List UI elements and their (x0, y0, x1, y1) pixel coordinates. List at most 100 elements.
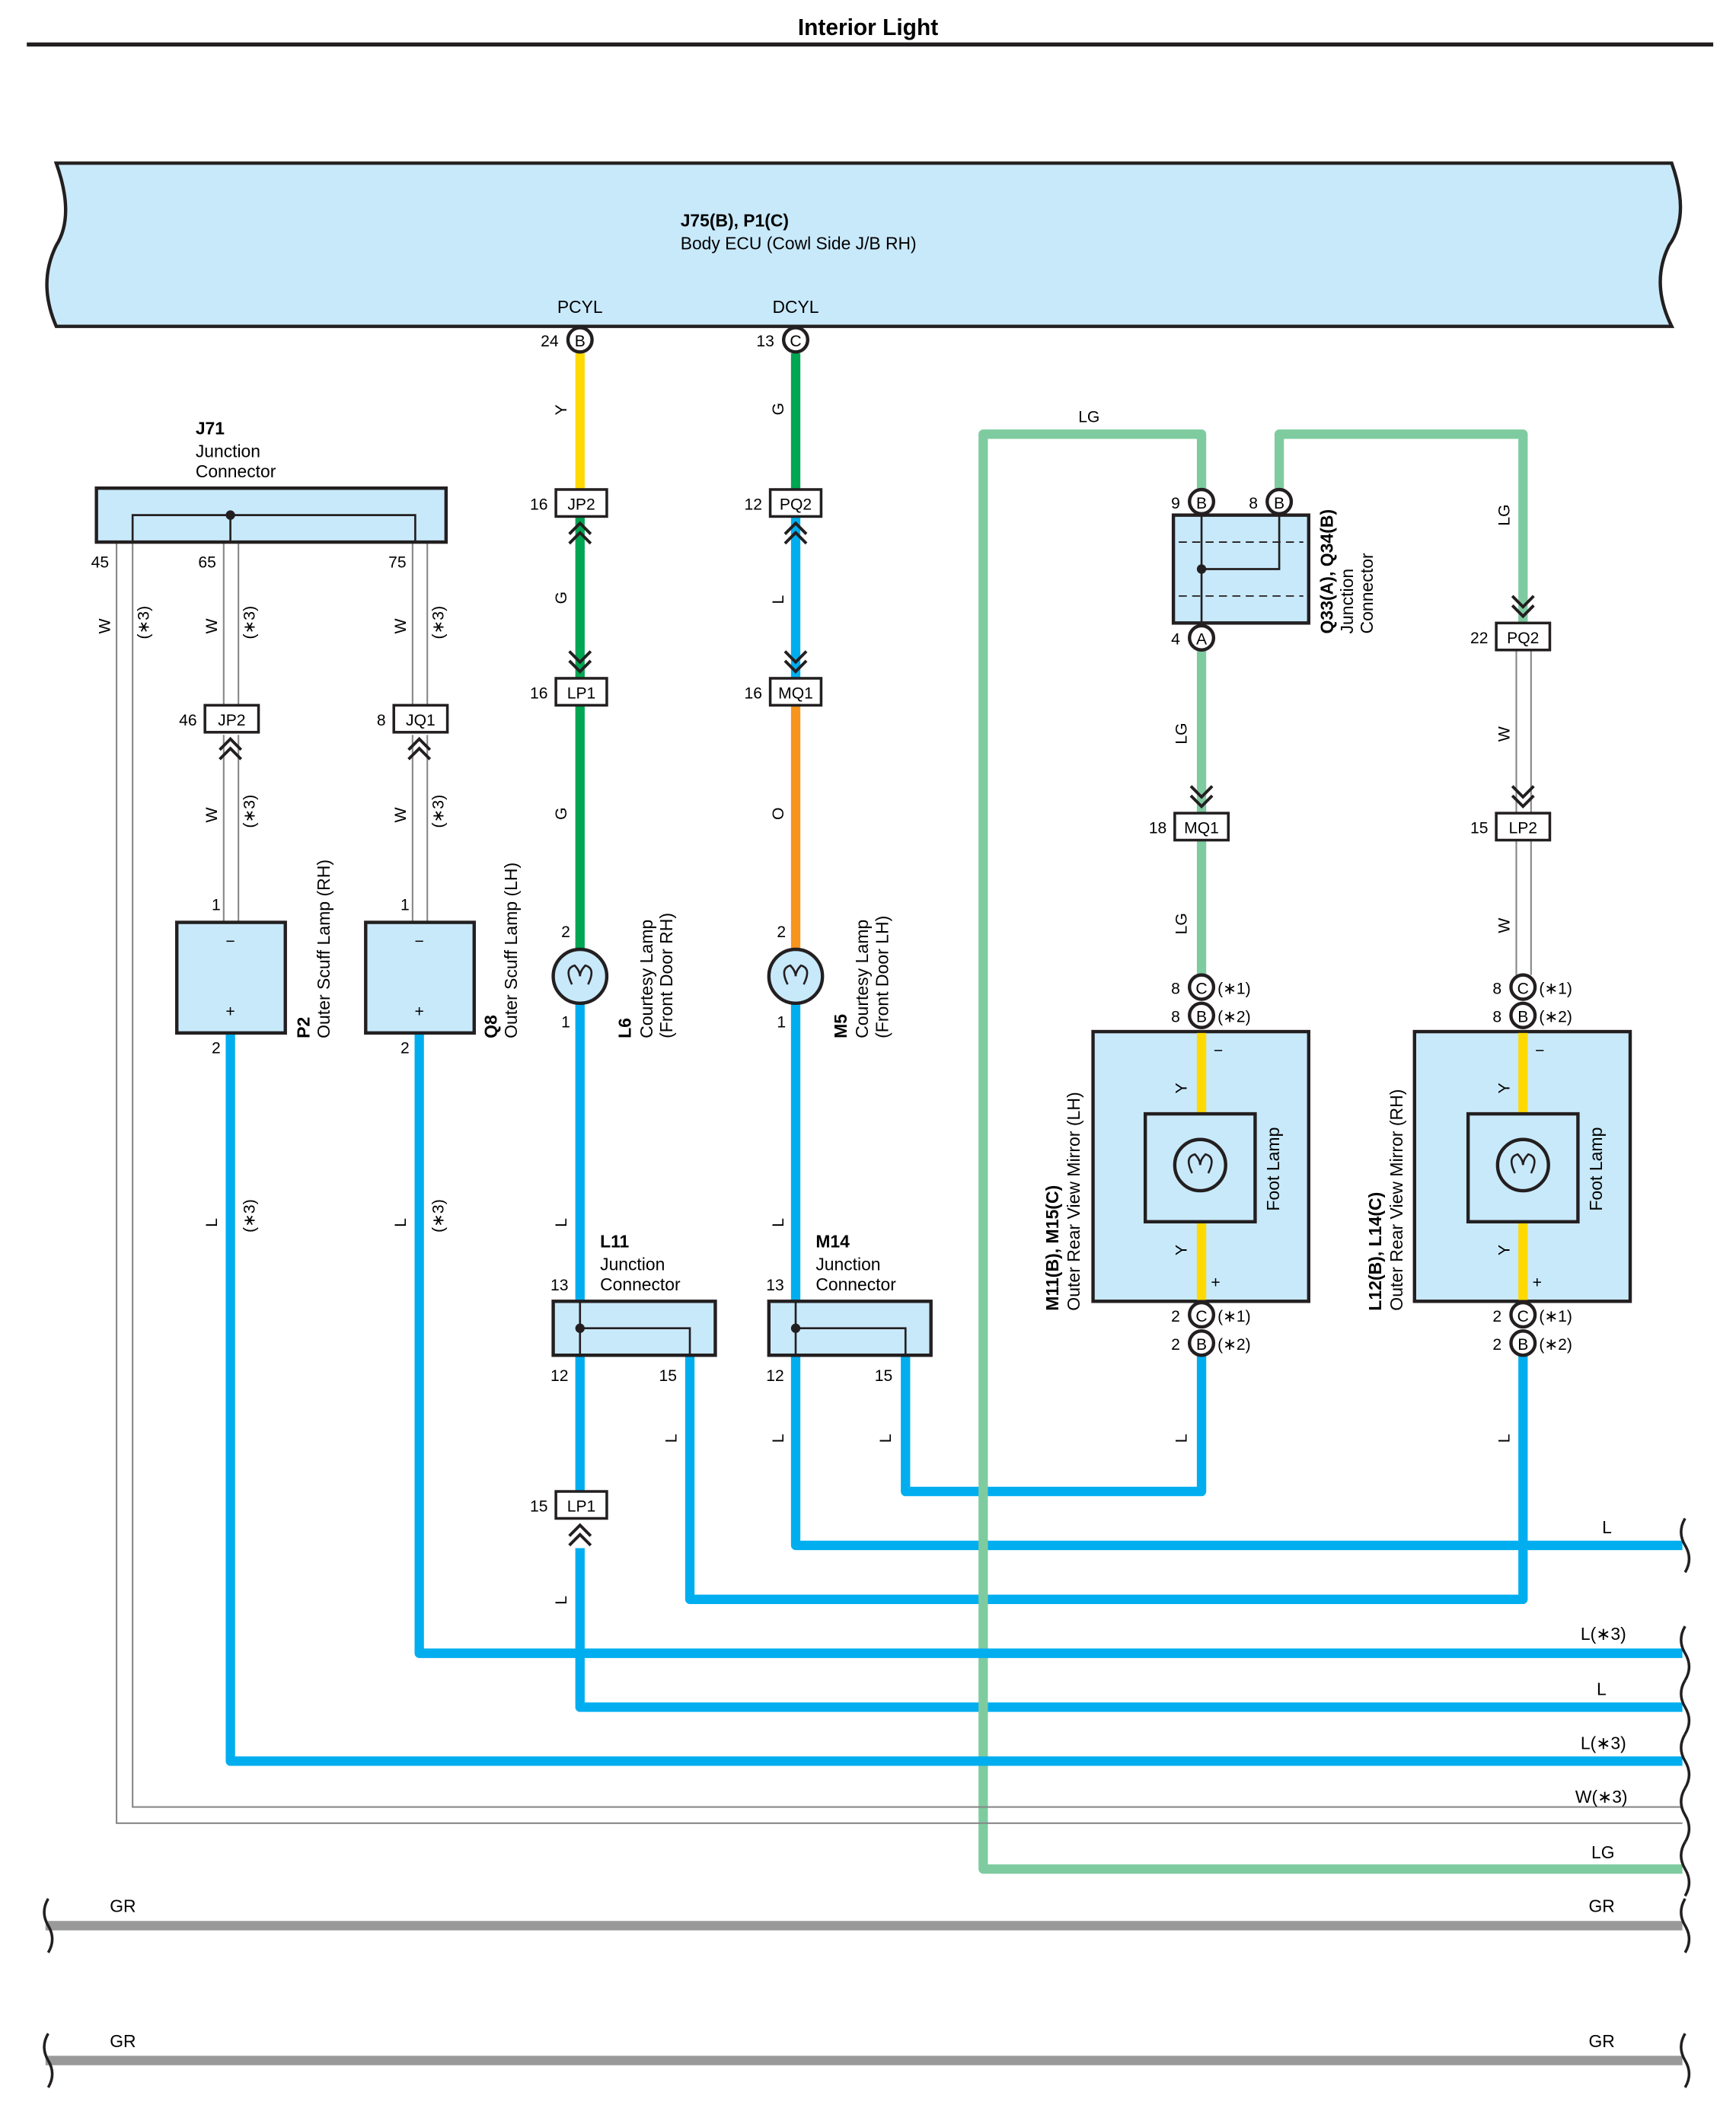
conn-pq2-a-chev2 (783, 530, 808, 545)
conn-jq1-box (392, 703, 449, 734)
wl-y-mirror-rh-top: Y (1496, 1083, 1514, 1093)
conn-jp2-a-box (554, 488, 608, 518)
conn-lp1-a-chev2 (568, 659, 592, 674)
q33-pin4-circle (1188, 624, 1216, 652)
mirror-lh-pin-c-top-circle (1188, 973, 1216, 1001)
m5-pin-top: 2 (777, 923, 786, 941)
conn-jq1-label: JQ1 (406, 712, 436, 729)
right-label-3: L (1597, 1679, 1607, 1698)
wl-l-mirror-lh: L (1173, 1434, 1191, 1443)
conn-lp2-pin: 15 (1470, 820, 1488, 837)
conn-lp2-label: LP2 (1509, 820, 1538, 837)
courtesy-lamp-l6: 2 1 L6 Courtesy Lamp (Front Door RH) (551, 913, 676, 1038)
ground-1-left-label: GR (110, 1896, 136, 1916)
wl-y-mirror-lh-top: Y (1173, 1083, 1191, 1093)
l6-pin-bottom: 1 (561, 1014, 570, 1032)
m5-pin-bottom: 1 (777, 1014, 786, 1032)
wl-w-lp2: W (1496, 918, 1514, 933)
mirror-lh-pin-c-top: C (1195, 980, 1207, 997)
wl-note3-q8: (∗3) (429, 1199, 447, 1233)
wl-w-75: W (392, 618, 410, 633)
conn-jp2-a-chev1 (568, 521, 592, 535)
wl-o: O (770, 807, 787, 820)
l11-node (575, 1323, 585, 1333)
conn-mq1-b-label: MQ1 (1184, 820, 1219, 837)
ecu-name: J75(B), P1(C) (681, 211, 789, 231)
scuff-lamp-q8: − + 1 2 Q8 Outer Scuff Lamp (LH) (364, 863, 521, 1057)
end-squiggle-left-2 (43, 2033, 54, 2088)
j71-junction-connector: J71 Junction Connector 45 65 75 (91, 418, 448, 572)
q33-pin9-conn: B (1196, 495, 1207, 512)
j71-line1: Junction (196, 441, 260, 461)
wire-lg-loop (978, 429, 1683, 1874)
conn-mq1-b-box (1173, 812, 1230, 842)
conn-mq1-a-label: MQ1 (778, 684, 813, 702)
end-squiggle-left-1 (43, 1898, 54, 1954)
pcyl-connector: B (575, 333, 586, 350)
conn-lp1-b-box (554, 1490, 608, 1520)
j71-name: J71 (196, 418, 225, 438)
l11-bus-h (579, 1327, 691, 1356)
j71-pin-45: 45 (91, 554, 109, 572)
pcyl-signal: PCYL (557, 297, 603, 317)
mirror-rh-pin-b-bottom: B (1517, 1336, 1528, 1354)
m5-name: M5 (831, 1014, 850, 1038)
conn-lp2-chev2 (1511, 794, 1535, 809)
mirror-rh-pin-c-bottom-circle (1509, 1300, 1537, 1329)
q33-pin9: 9 (1171, 495, 1180, 512)
dcyl-pin: 13 (756, 333, 774, 350)
wl-w-jq1: W (392, 807, 410, 822)
mirror-rh-name: L12(B), L14(C) (1365, 1192, 1385, 1311)
wire-color-labels: Y G G L L L G L O L L L LG LG LG LG L Y … (96, 403, 1513, 1605)
mirror-lh-pin-b-top-circle (1188, 1001, 1216, 1029)
mirror-rh-pin-c-top-circle (1509, 973, 1537, 1001)
wl-y-mirror-lh-bottom: Y (1173, 1245, 1191, 1255)
conn-lp1-b-chev1 (568, 1523, 592, 1537)
ground-1-right-label: GR (1588, 1896, 1614, 1916)
wire-l-p2-right (225, 1032, 1683, 1766)
conn-lp1-b-label: LP1 (567, 1498, 596, 1516)
l11-junction-connector: L11 Junction Connector 13 12 15 (550, 1231, 717, 1385)
mirror-rh-pin-2b: 2 (1492, 1336, 1501, 1354)
m14-line2: Connector (815, 1274, 896, 1294)
wl-l-pq2: L (770, 595, 787, 604)
q8-name: Q8 (481, 1015, 501, 1038)
mirror-rh-description: Outer Rear View Mirror (RH) (1387, 1089, 1406, 1311)
conn-pq2-b-label: PQ2 (1507, 630, 1539, 647)
conn-pq2-a-label: PQ2 (780, 496, 812, 513)
conn-mq1-a-chev2 (783, 659, 808, 674)
wire-l-q8-right (414, 1032, 1683, 1658)
m14-pin-12: 12 (766, 1367, 783, 1385)
mirror-lh-filament (1187, 1153, 1213, 1174)
wire-end-symbols (43, 1517, 1691, 2088)
l6-filament (567, 964, 593, 985)
mirror-lh-name: M11(B), M15(C) (1042, 1185, 1062, 1311)
mirror-rh-pin-8b: 8 (1492, 1009, 1501, 1026)
conn-jp2-b-chev1 (219, 736, 243, 751)
mirror-lh-note2-top: (∗2) (1217, 1009, 1250, 1026)
pcyl-pin: 24 (541, 333, 559, 350)
mirror-lh-description: Outer Rear View Mirror (LH) (1064, 1092, 1083, 1310)
wl-l-l11-15: L (662, 1434, 680, 1443)
j71-line2: Connector (196, 461, 276, 481)
mirror-lh-pin-2b: 2 (1171, 1336, 1180, 1354)
wl-l-m5: L (770, 1218, 787, 1227)
mirror-lh-pin-8b: 8 (1171, 1009, 1180, 1026)
l11-line2: Connector (600, 1274, 681, 1294)
q33-pin4: 4 (1171, 631, 1180, 649)
inline-connectors: JP2 16 LP1 16 PQ2 12 MQ1 16 JP2 46 JQ1 8 (179, 488, 1552, 1547)
wl-l-mirror-rh: L (1496, 1434, 1514, 1443)
q33-name: Q33(A), Q34(B) (1317, 509, 1337, 634)
end-squiggle-4 (1680, 1733, 1691, 1789)
conn-mq1-a-chev1 (783, 650, 808, 665)
mirror-rh-pin-2a: 2 (1492, 1308, 1501, 1325)
mirror-rh-pin-c-bottom: C (1517, 1308, 1529, 1325)
mirror-rh-filament (1510, 1153, 1536, 1174)
wl-g-2: G (553, 807, 570, 820)
wl-l-l6: L (553, 1218, 570, 1227)
wire-lg-q34-pq2 (1274, 429, 1528, 624)
mirror-rh-note1-top: (∗1) (1539, 980, 1572, 997)
conn-mq1-a-box (768, 677, 823, 707)
wl-w-jp2: W (203, 807, 221, 822)
